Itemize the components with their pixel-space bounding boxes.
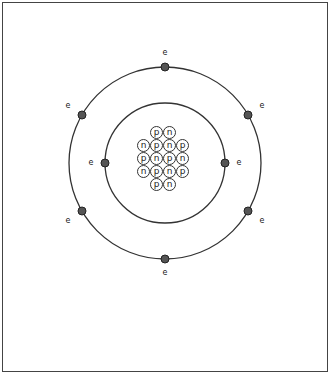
nucleon-letter: n — [154, 154, 160, 163]
nucleon-circle: n — [163, 139, 176, 152]
electron — [244, 207, 252, 215]
nucleon-circle: p — [137, 152, 150, 165]
nucleon-letter: p — [154, 128, 160, 137]
electron — [161, 255, 169, 263]
electron-label: e — [65, 217, 72, 225]
nucleon-circle: n — [163, 165, 176, 178]
nucleon-circle: n — [163, 178, 176, 191]
nucleon-circle: p — [150, 139, 163, 152]
nucleon-circle: p — [163, 152, 176, 165]
electron-label: e — [162, 269, 169, 277]
electrons — [78, 63, 252, 263]
electron-label: e — [236, 159, 243, 167]
nucleon-circle: p — [176, 139, 189, 152]
frame — [3, 3, 328, 372]
electron — [221, 159, 229, 167]
electron-label: e — [259, 102, 266, 110]
nucleon-circle: p — [150, 165, 163, 178]
electron-label: e — [65, 102, 72, 110]
electron — [101, 159, 109, 167]
nucleon-letter: p — [180, 167, 186, 176]
nucleon-letter: p — [141, 154, 147, 163]
nucleon-circle: p — [150, 126, 163, 139]
nucleon-circle: n — [163, 126, 176, 139]
nucleon-letter: p — [154, 141, 160, 150]
nucleon-circle: n — [150, 152, 163, 165]
nucleon-letter: p — [154, 167, 160, 176]
electron-label: e — [162, 49, 169, 57]
electron — [161, 63, 169, 71]
nucleon-circle: n — [137, 139, 150, 152]
nucleon-letter: p — [167, 154, 173, 163]
nucleon-circle: p — [150, 178, 163, 191]
electron — [244, 111, 252, 119]
electron-label: e — [259, 217, 266, 225]
inner-shell — [105, 103, 225, 223]
nucleon-letter: n — [167, 128, 173, 137]
nucleon-circle: n — [176, 152, 189, 165]
nucleon-circle: p — [176, 165, 189, 178]
electron — [78, 207, 86, 215]
nucleon-letter: n — [180, 154, 186, 163]
outer-shell — [69, 67, 261, 259]
nucleon-letter: p — [154, 180, 160, 189]
nucleon-letter: n — [167, 180, 173, 189]
nucleon-letter: n — [167, 167, 173, 176]
nucleon-circle: n — [137, 165, 150, 178]
electron — [78, 111, 86, 119]
nucleon-letter: n — [167, 141, 173, 150]
nucleon-letter: n — [141, 141, 147, 150]
nucleon-letter: p — [180, 141, 186, 150]
electron-label: e — [88, 159, 95, 167]
nucleon-letter: n — [141, 167, 147, 176]
